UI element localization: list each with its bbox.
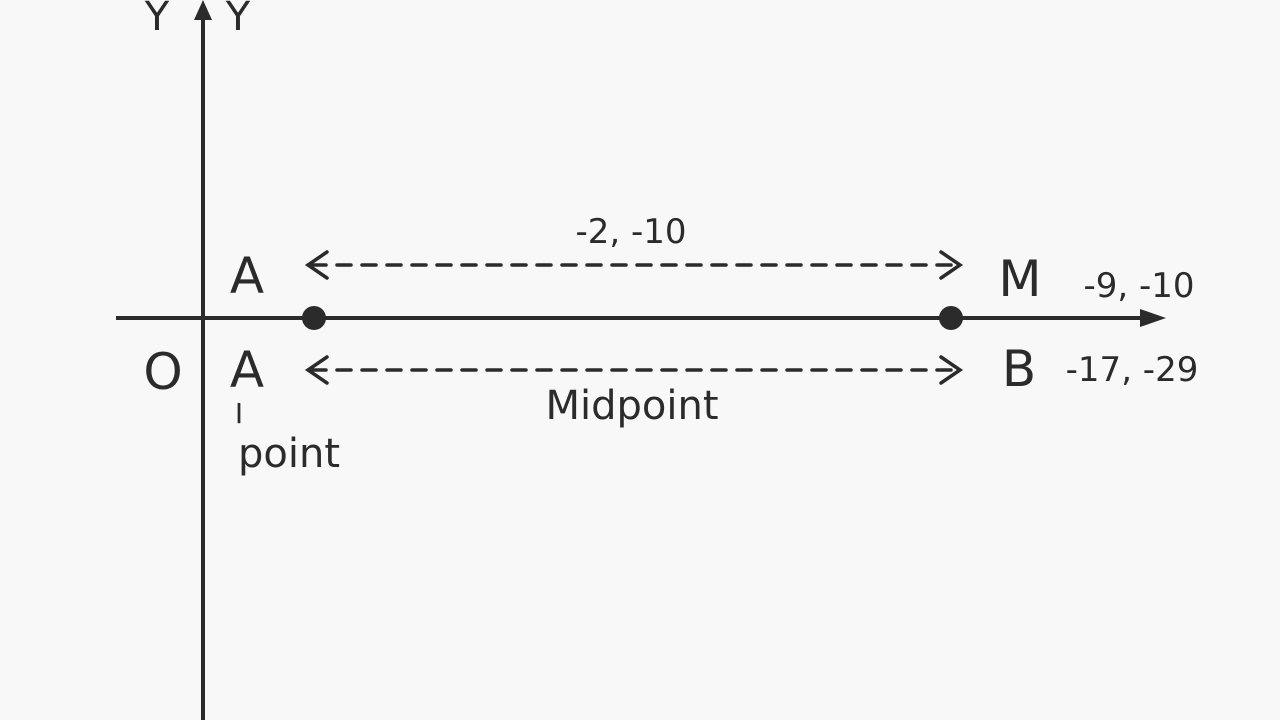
point-label-b: B — [1002, 340, 1036, 398]
upper-double-arrow-icon — [304, 250, 964, 280]
point-label: point — [238, 431, 340, 477]
x-axis-arrow-right-icon — [1140, 309, 1166, 327]
point-label-m: M — [998, 250, 1041, 308]
origin-label: O — [143, 343, 182, 401]
point-label-a-top: A — [230, 247, 264, 305]
lower-double-arrow-icon — [304, 355, 964, 385]
coord-label-b: -17, -29 — [1066, 350, 1199, 390]
coord-label-top-center: -2, -10 — [575, 212, 686, 252]
point-m-dot-icon — [939, 306, 963, 330]
y-axis-label-left: Y — [144, 0, 170, 40]
point-label-a-bottom: A — [230, 341, 264, 399]
y-axis-label-right: Y — [225, 0, 251, 40]
midpoint-label: Midpoint — [545, 383, 718, 429]
y-axis-arrow-up-icon — [194, 0, 212, 20]
coord-label-m: -9, -10 — [1083, 266, 1194, 306]
point-a-dot-icon — [302, 306, 326, 330]
point-tick-mark: I — [235, 397, 243, 430]
